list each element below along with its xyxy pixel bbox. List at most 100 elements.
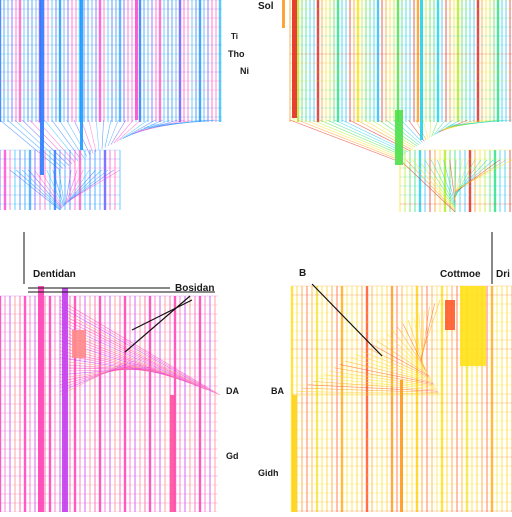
accent-bar <box>40 0 44 175</box>
hatch <box>69 169 115 201</box>
hatch <box>59 309 211 392</box>
hatch <box>66 119 88 157</box>
accent-bar <box>420 0 423 140</box>
hatch <box>454 159 457 202</box>
hatch <box>9 169 61 211</box>
accent-bar <box>292 395 297 512</box>
hatch <box>350 357 433 382</box>
hatch <box>443 159 456 204</box>
hatch <box>22 169 62 210</box>
hatch <box>339 364 434 385</box>
label-right-edge: Dri <box>496 269 510 280</box>
hatch <box>51 119 82 160</box>
hatch <box>66 169 84 204</box>
hatch <box>59 368 153 372</box>
label-right-mid: Cottmoe <box>440 269 481 280</box>
hatch <box>430 159 456 207</box>
hatch <box>323 374 436 388</box>
hatch <box>454 159 506 192</box>
hatch <box>59 313 208 391</box>
hatch <box>81 119 94 154</box>
hatch <box>376 340 429 376</box>
hatch <box>66 169 90 203</box>
hatch <box>110 119 127 145</box>
label-center-mid: B <box>299 268 307 279</box>
hatch <box>381 337 429 374</box>
label-bottom-b: BA <box>271 386 284 396</box>
accent-bar <box>292 0 297 118</box>
hatch <box>363 119 414 149</box>
hatch <box>34 169 63 208</box>
accent-bar <box>80 0 83 150</box>
hatch <box>107 119 119 147</box>
hatch <box>7 119 64 169</box>
hatch <box>454 159 500 193</box>
hatch <box>122 119 156 139</box>
hatch <box>46 169 64 207</box>
label-top-b: Ti <box>231 32 238 41</box>
accent-bar <box>282 0 285 28</box>
hatch <box>360 350 431 380</box>
hatch <box>21 119 70 166</box>
hatch <box>420 303 436 362</box>
label-top-d: Ni <box>240 66 249 76</box>
hatch <box>52 169 65 207</box>
hatch <box>113 119 134 144</box>
accent-bar <box>135 0 138 120</box>
hatch <box>304 119 399 158</box>
hatch <box>433 119 446 136</box>
hatch <box>297 119 397 160</box>
hatch <box>454 159 512 191</box>
leader-line <box>131 299 193 331</box>
label-left-mid: Dentidan <box>33 269 76 280</box>
top-left-blue-stripes <box>0 0 223 211</box>
hatch <box>149 119 223 126</box>
label-bottom-a: DA <box>226 386 239 396</box>
hatch <box>318 377 437 390</box>
hatch <box>313 381 438 391</box>
hatch <box>319 119 403 156</box>
hatch <box>69 169 121 201</box>
hatch <box>59 306 214 393</box>
hatch <box>68 169 108 202</box>
hatch <box>116 119 141 142</box>
hatch <box>95 119 100 151</box>
hatch <box>437 159 456 205</box>
accent-bar <box>62 288 68 512</box>
hatch <box>419 299 441 361</box>
hatch <box>88 119 97 153</box>
hatch <box>365 347 431 378</box>
hatch <box>312 119 401 157</box>
accent-bar <box>445 300 455 330</box>
hatch <box>119 119 149 141</box>
hatch <box>68 169 102 202</box>
hatch <box>59 362 137 389</box>
hatch <box>449 159 456 203</box>
hatch <box>422 119 429 140</box>
hatch <box>406 159 456 211</box>
hatch <box>67 169 96 203</box>
hatch <box>59 367 150 375</box>
hatch <box>59 364 159 372</box>
label-top-a: Sol <box>258 1 274 12</box>
hatch <box>386 333 428 373</box>
hatch <box>28 169 62 209</box>
accent-bar <box>170 395 175 512</box>
hatch <box>334 119 407 154</box>
leader-line <box>124 295 191 353</box>
hatch <box>59 359 131 396</box>
hatch <box>371 119 416 148</box>
hatch <box>307 384 438 392</box>
accent-bar <box>38 286 44 512</box>
hatch <box>400 119 423 143</box>
hatch <box>424 159 456 208</box>
hatch <box>344 360 433 383</box>
hatch <box>59 363 140 386</box>
hatch <box>392 330 427 372</box>
leader-line <box>311 283 383 357</box>
hatch <box>429 119 431 138</box>
hatch <box>15 169 61 210</box>
hatch <box>328 370 436 387</box>
hatch <box>44 119 79 162</box>
